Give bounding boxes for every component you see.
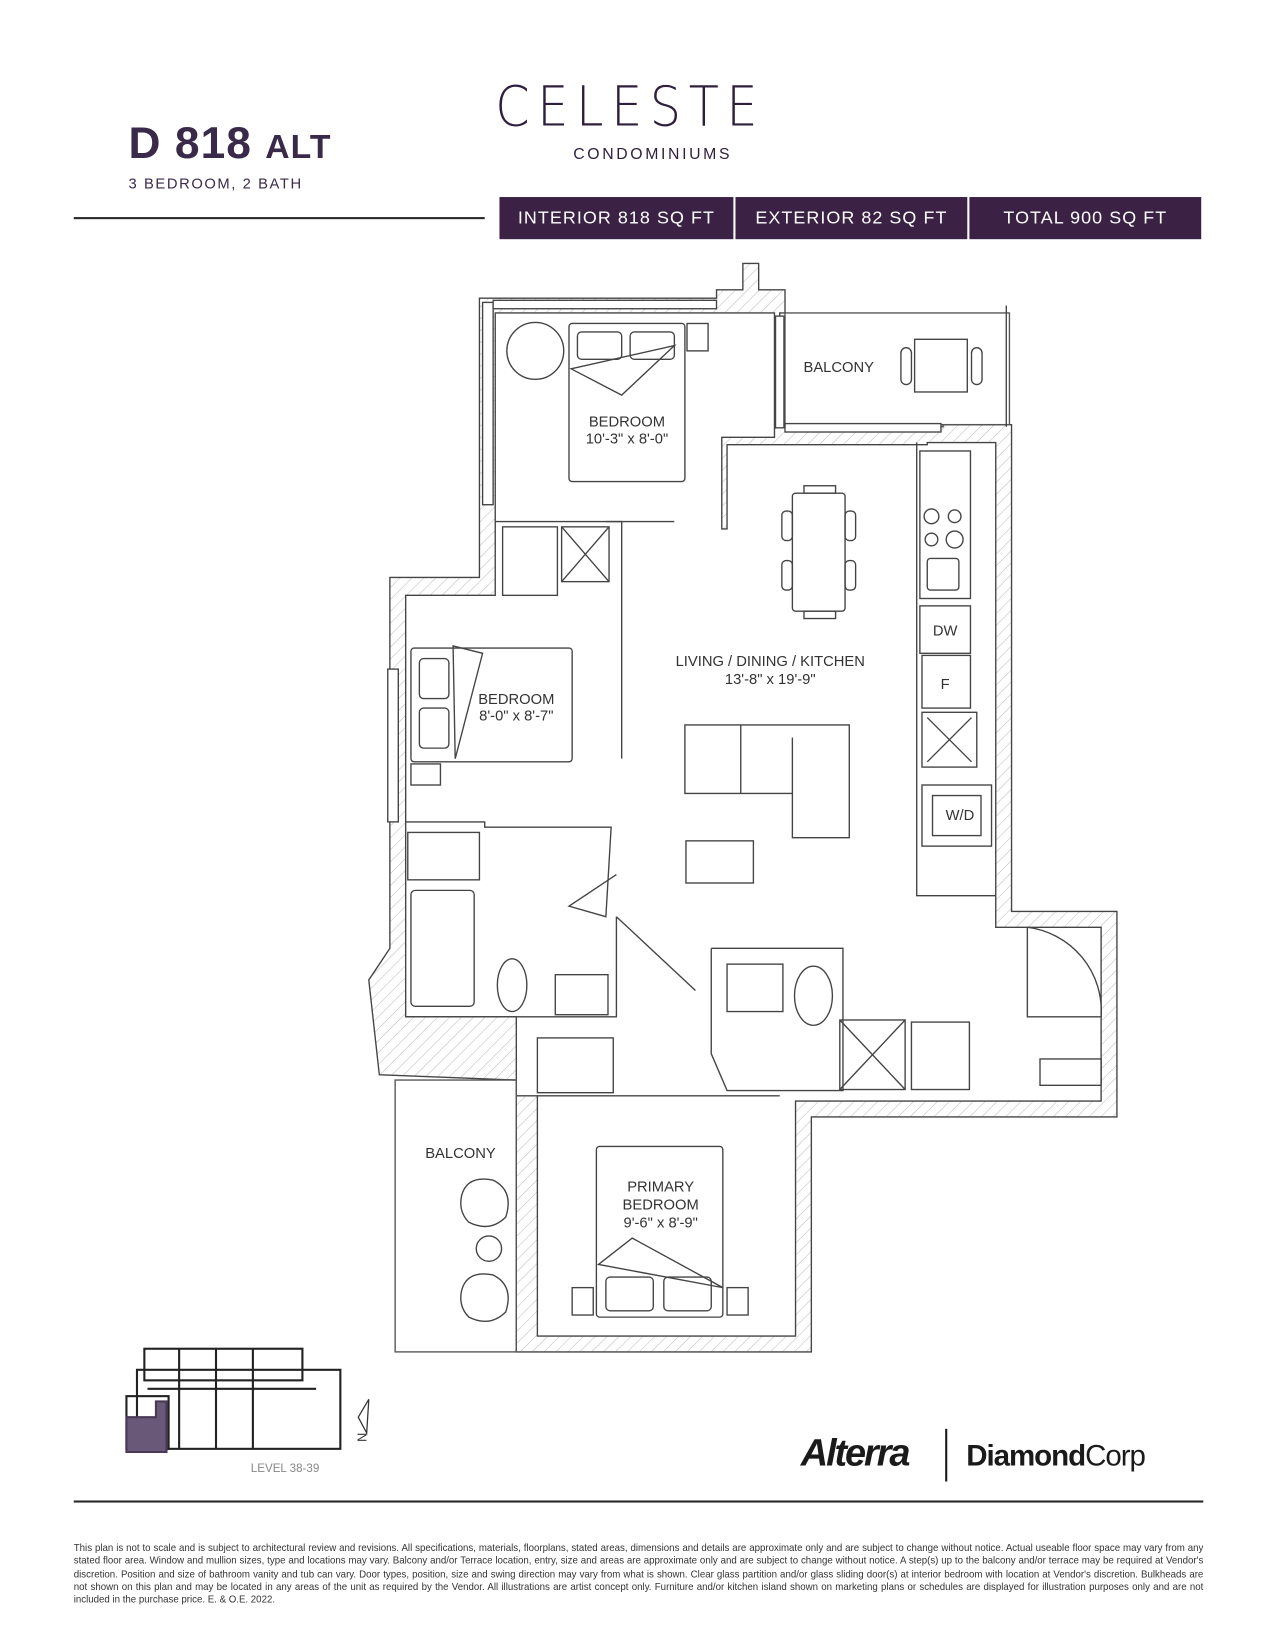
total-area-badge: TOTAL 900 SQ FT [969,197,1202,240]
entry-door [1026,926,1102,1018]
dishwasher-label: DW [933,623,958,639]
level-label: LEVEL 38-39 [250,1462,320,1476]
unit-type: 3 BEDROOM, 2 BATH [128,174,303,192]
fridge-label: F [941,677,950,693]
disclaimer: This plan is not to scale and is subject… [73,1542,1204,1605]
brand-logo: CELESTE [495,75,766,140]
balcony-bottom [394,1079,517,1353]
interior-area-badge: INTERIOR 818 SQ FT [499,197,734,240]
logo-part: Corp [1085,1439,1146,1473]
living-dimensions: 13'-8" x 19'-9" [725,672,816,688]
logo-divider [945,1428,948,1482]
unit-code: D 818 [128,118,252,168]
brand-subtitle: CONDOMINIUMS [573,145,733,164]
bedroom-label: BEDROOM [589,415,665,431]
logo-part: Diamond [966,1439,1086,1473]
divider [73,1500,1204,1503]
bedroom-dimensions: 8'-0" x 8'-7" [479,709,553,725]
primary-bedroom-label: BEDROOM [623,1198,699,1214]
exterior-walls [368,262,1118,1353]
diamondcorp-logo: DiamondCorp [966,1439,1146,1473]
unit-suffix: ALT [265,127,332,166]
north-arrow-icon [357,1398,370,1436]
unit-title: D 818 ALT [129,118,332,169]
living-label: LIVING / DINING / KITCHEN [676,654,865,670]
key-plan [125,1347,342,1454]
primary-bedroom-dimensions: 9'-6" x 8'-9" [624,1216,698,1232]
north-label: N [356,1433,370,1442]
bedroom-label: BEDROOM [478,692,554,708]
balcony-label: BALCONY [425,1146,496,1162]
key-plan-highlight [125,1400,168,1454]
exterior-area-badge: EXTERIOR 82 SQ FT [735,197,968,240]
divider [73,217,485,220]
primary-bedroom-label: PRIMARY [627,1180,694,1196]
balcony-label: BALCONY [803,360,874,376]
washer-dryer-label: W/D [946,808,975,824]
alterra-logo: Alterra [800,1430,911,1475]
bedroom-dimensions: 10'-3" x 8'-0" [586,432,669,448]
